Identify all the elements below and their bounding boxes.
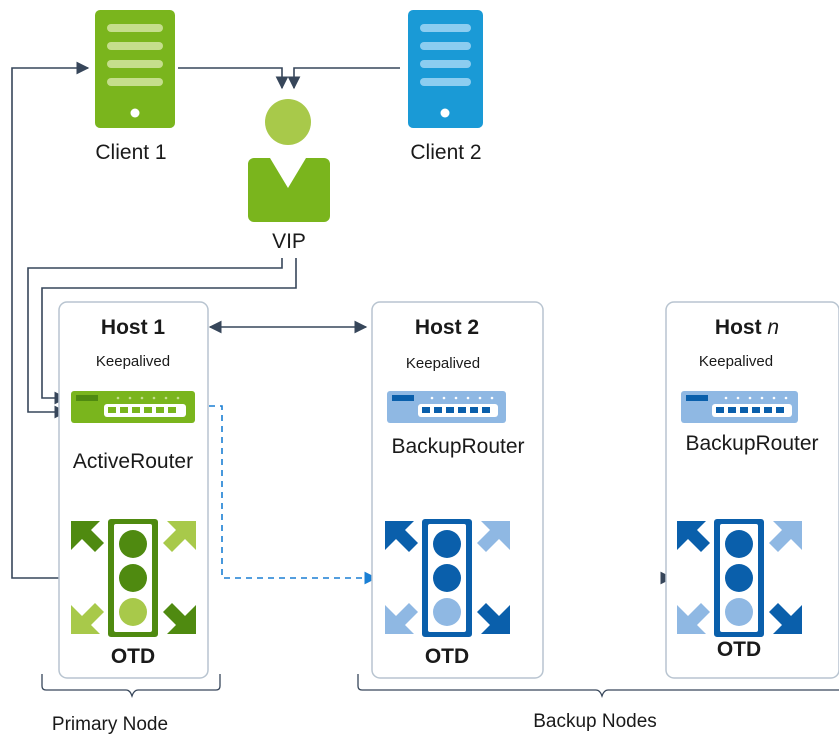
primary-node-brace [41, 674, 221, 699]
backup-nodes-label: Backup Nodes [533, 711, 657, 732]
host2-keepalived-label: Keepalived [406, 355, 480, 372]
host2-otd-traffic-light-icon [385, 519, 510, 637]
host1-otd-traffic-light-icon [71, 519, 196, 637]
client2-server-icon [408, 10, 483, 128]
backup-nodes-brace [357, 674, 839, 699]
host2-router-label: BackupRouter [391, 435, 524, 458]
host2-otd-label: OTD [425, 645, 469, 668]
hostn-otd-traffic-light-icon [677, 519, 802, 637]
client2-to-vip-line [287, 67, 400, 90]
host1-router-label: ActiveRouter [73, 450, 193, 473]
host1-title: Host 1 [101, 316, 166, 339]
host1-keepalived-label: Keepalived [96, 353, 170, 370]
connector-lines [11, 61, 746, 585]
host1-otd-label: OTD [111, 645, 155, 668]
failover-dashed-line [198, 405, 378, 585]
hostn-router-icon [681, 391, 798, 423]
host1-router-icon [71, 391, 195, 423]
client2-label: Client 2 [410, 141, 481, 164]
client1-server-icon [95, 10, 175, 128]
hostn-keepalived-label: Keepalived [699, 353, 773, 370]
vip-to-router-line-inner [41, 258, 297, 405]
hostn-otd-label: OTD [717, 638, 761, 661]
host2-title: Host 2 [415, 316, 479, 339]
hostn-router-label: BackupRouter [685, 432, 818, 455]
client1-to-vip-line [178, 67, 289, 90]
client1-label: Client 1 [95, 141, 166, 164]
otd-to-client1-line [11, 61, 104, 579]
hostn-title: Host n [715, 316, 779, 339]
vip-label: VIP [272, 230, 306, 253]
vip-person-icon [248, 99, 330, 222]
host2-router-icon [387, 391, 506, 423]
hostn-title-suffix: n [767, 316, 779, 339]
primary-node-label: Primary Node [52, 714, 168, 735]
vip-to-router-line-outer [27, 258, 283, 419]
hostn-title-prefix: Host [715, 316, 768, 339]
